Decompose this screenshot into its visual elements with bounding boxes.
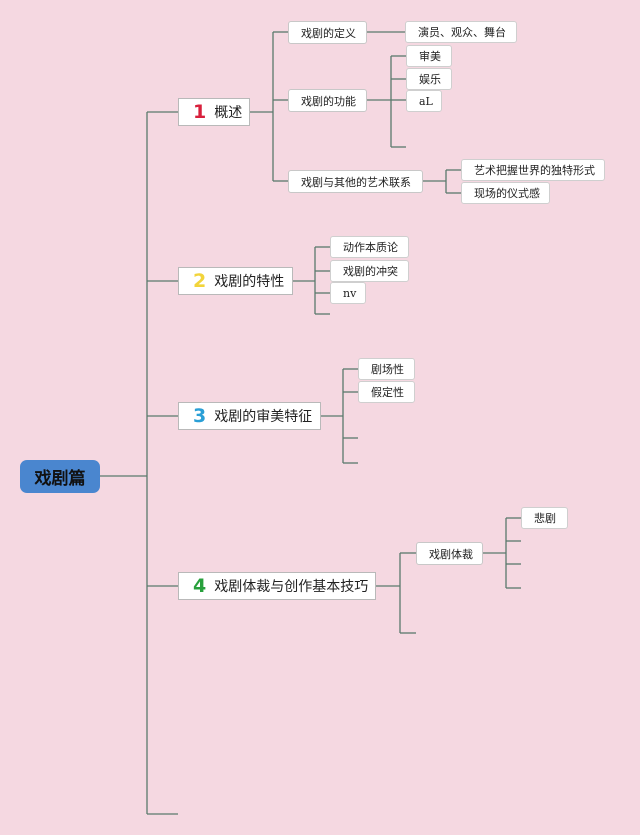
node-function[interactable]: 戏剧的功能	[288, 89, 367, 112]
node-art-relations[interactable]: 戏剧与其他的艺术联系	[288, 170, 423, 193]
branch-4-label: 戏剧体裁与创作基本技巧	[214, 579, 369, 595]
leaf-entertainment-label: 娱乐	[419, 73, 441, 86]
leaf-entertainment[interactable]: 娱乐	[406, 68, 452, 90]
node-drama-genre[interactable]: 戏剧体裁	[416, 542, 483, 565]
leaf-action-essence[interactable]: 动作本质论	[330, 236, 409, 258]
leaf-theatricality-label: 剧场性	[371, 363, 404, 376]
leaf-al[interactable]: aL	[406, 90, 442, 112]
leaf-al-label: aL	[419, 94, 433, 108]
leaf-nv[interactable]: nv	[330, 282, 366, 304]
branch-1-number: 1	[193, 101, 207, 123]
leaf-nv-label: nv	[343, 286, 357, 300]
branch-1-label: 概述	[214, 105, 243, 121]
branch-2-node[interactable]: 2 戏剧的特性	[178, 267, 293, 295]
leaf-ritual-sense-label: 现场的仪式感	[474, 187, 540, 200]
branch-3-number: 3	[193, 405, 207, 427]
branch-2-label: 戏剧的特性	[214, 274, 285, 290]
branch-3-label: 戏剧的审美特征	[214, 409, 313, 425]
leaf-action-essence-label: 动作本质论	[343, 241, 398, 254]
node-drama-genre-label: 戏剧体裁	[429, 547, 473, 561]
leaf-actors-audience-stage[interactable]: 演员、观众、舞台	[405, 21, 517, 43]
leaf-hypotheticality[interactable]: 假定性	[358, 381, 415, 403]
node-definition-label: 戏剧的定义	[301, 26, 356, 40]
leaf-conflict-label: 戏剧的冲突	[343, 265, 398, 278]
branch-1-node[interactable]: 1 概述	[178, 98, 250, 126]
branch-4-number: 4	[193, 575, 207, 597]
leaf-aesthetic[interactable]: 审美	[406, 45, 452, 67]
root-label: 戏剧篇	[34, 469, 86, 489]
leaf-unique-form-label: 艺术把握世界的独特形式	[474, 164, 595, 177]
leaf-hypotheticality-label: 假定性	[371, 386, 404, 399]
branch-4-node[interactable]: 4 戏剧体裁与创作基本技巧	[178, 572, 376, 600]
leaf-aesthetic-label: 审美	[419, 50, 441, 63]
leaf-unique-form[interactable]: 艺术把握世界的独特形式	[461, 159, 605, 181]
leaf-tragedy-label: 悲剧	[534, 512, 556, 525]
leaf-conflict[interactable]: 戏剧的冲突	[330, 260, 409, 282]
node-definition[interactable]: 戏剧的定义	[288, 21, 367, 44]
leaf-theatricality[interactable]: 剧场性	[358, 358, 415, 380]
node-function-label: 戏剧的功能	[301, 94, 356, 108]
leaf-ritual-sense[interactable]: 现场的仪式感	[461, 182, 550, 204]
leaf-actors-audience-stage-label: 演员、观众、舞台	[418, 26, 506, 39]
leaf-tragedy[interactable]: 悲剧	[521, 507, 568, 529]
root-node[interactable]: 戏剧篇	[20, 460, 100, 493]
branch-3-node[interactable]: 3 戏剧的审美特征	[178, 402, 321, 430]
branch-2-number: 2	[193, 270, 207, 292]
node-art-relations-label: 戏剧与其他的艺术联系	[301, 175, 411, 189]
